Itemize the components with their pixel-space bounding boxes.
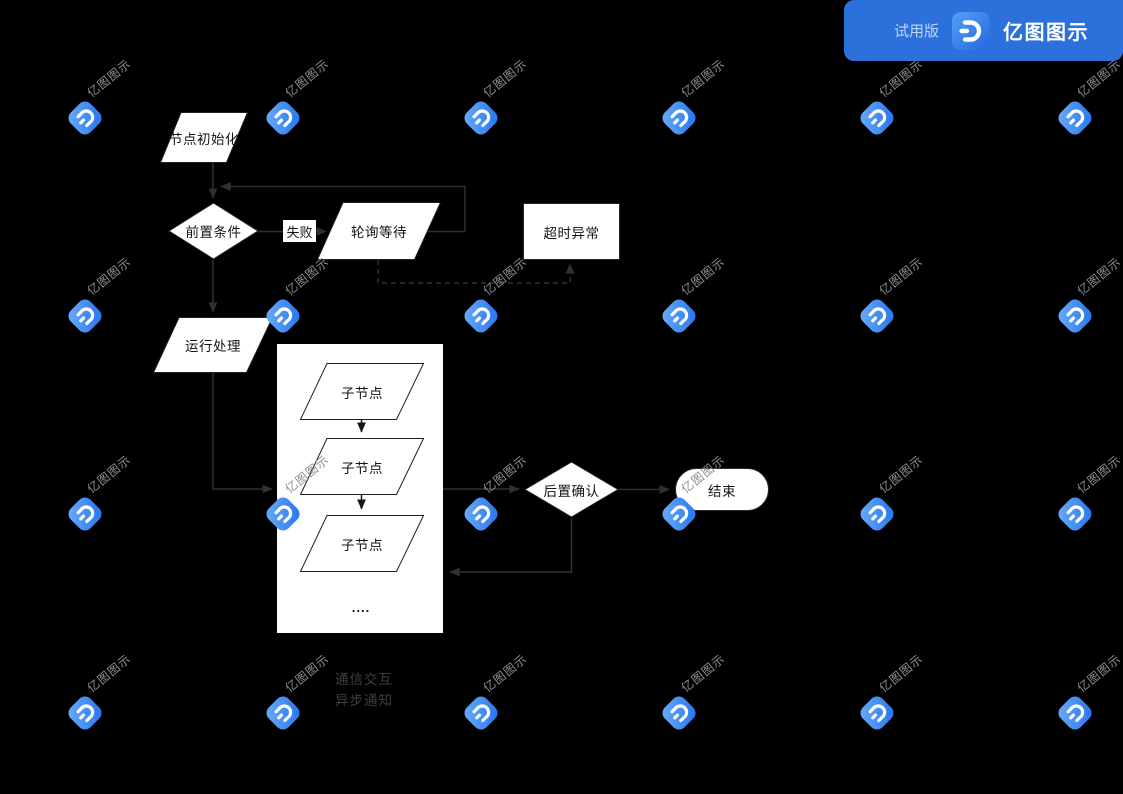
edraw-watermark-icon xyxy=(659,296,699,336)
edraw-watermark-icon xyxy=(659,98,699,138)
node-child-1[interactable]: 子节点 xyxy=(300,363,424,420)
watermark: 亿图图示 xyxy=(659,652,728,733)
watermark-text: 亿图图示 xyxy=(480,651,530,696)
watermark: 亿图图示 xyxy=(1055,453,1123,534)
edraw-watermark-icon xyxy=(857,494,897,534)
watermark-text: 亿图图示 xyxy=(876,452,926,497)
watermark: 亿图图示 xyxy=(65,57,134,138)
edraw-watermark-icon xyxy=(857,296,897,336)
watermark-text: 亿图图示 xyxy=(876,651,926,696)
watermark-text: 亿图图示 xyxy=(480,56,530,101)
watermark-text: 亿图图示 xyxy=(678,254,728,299)
node-run-process-label: 运行处理 xyxy=(185,339,241,354)
edraw-logo-icon xyxy=(952,11,990,50)
node-timeout-label: 超时异常 xyxy=(543,225,600,241)
watermark-text: 亿图图示 xyxy=(876,56,926,101)
legend-line-communication: 通信交互 xyxy=(335,672,393,687)
node-post-confirm[interactable]: 后置确认 xyxy=(524,461,619,518)
watermark: 亿图图示 xyxy=(263,255,332,336)
node-poll-wait[interactable]: 轮询等待 xyxy=(317,202,441,260)
watermark: 亿图图示 xyxy=(857,255,926,336)
watermark: 亿图图示 xyxy=(65,255,134,336)
edraw-watermark-icon xyxy=(1055,494,1095,534)
watermark-text: 亿图图示 xyxy=(1074,452,1123,497)
edraw-watermark-icon xyxy=(263,98,303,138)
brand-name: 亿图图示 xyxy=(1003,22,1089,44)
watermark: 亿图图示 xyxy=(65,652,134,733)
watermark: 亿图图示 xyxy=(461,652,530,733)
node-child-1-label: 子节点 xyxy=(341,385,383,401)
watermark-text: 亿图图示 xyxy=(84,254,134,299)
node-child-2-label: 子节点 xyxy=(341,460,383,476)
watermark-text: 亿图图示 xyxy=(678,651,728,696)
edraw-watermark-icon xyxy=(1055,693,1095,733)
edraw-watermark-icon xyxy=(461,693,501,733)
watermark: 亿图图示 xyxy=(1055,57,1123,138)
watermark: 亿图图示 xyxy=(659,57,728,138)
edraw-watermark-icon xyxy=(65,98,105,138)
watermark: 亿图图示 xyxy=(461,57,530,138)
edraw-watermark-icon xyxy=(857,98,897,138)
node-child-2[interactable]: 子节点 xyxy=(300,438,424,495)
edraw-watermark-icon xyxy=(1055,98,1095,138)
watermark-text: 亿图图示 xyxy=(480,452,530,497)
container-ellipsis: .... xyxy=(351,600,371,615)
watermark: 亿图图示 xyxy=(263,57,332,138)
connector-post-back-to-container[interactable] xyxy=(449,518,573,577)
watermark: 亿图图示 xyxy=(65,453,134,534)
watermark: 亿图图示 xyxy=(857,57,926,138)
node-poll-wait-label: 轮询等待 xyxy=(351,225,407,240)
watermark-text: 亿图图示 xyxy=(1074,254,1123,299)
watermark-text: 亿图图示 xyxy=(1074,651,1123,696)
watermark: 亿图图示 xyxy=(857,453,926,534)
node-init[interactable]: 节点初始化 xyxy=(160,112,248,163)
edraw-watermark-icon xyxy=(461,494,501,534)
watermark: 亿图图示 xyxy=(263,652,332,733)
watermark-text: 亿图图示 xyxy=(282,651,332,696)
watermark-text: 亿图图示 xyxy=(678,56,728,101)
node-end[interactable]: 结束 xyxy=(675,468,769,511)
watermark: 亿图图示 xyxy=(461,255,530,336)
edraw-watermark-icon xyxy=(461,98,501,138)
node-timeout-exception[interactable]: 超时异常 xyxy=(523,203,620,260)
watermark-text: 亿图图示 xyxy=(282,56,332,101)
legend-line-async: 异步通知 xyxy=(335,693,393,708)
legend: 通信交互 异步通知 xyxy=(335,669,393,711)
edraw-watermark-icon xyxy=(659,693,699,733)
node-child-3-label: 子节点 xyxy=(341,537,383,553)
watermark-text: 亿图图示 xyxy=(84,651,134,696)
watermark: 亿图图示 xyxy=(461,453,530,534)
node-precondition-label: 前置条件 xyxy=(185,225,242,240)
watermark-text: 亿图图示 xyxy=(876,254,926,299)
edraw-watermark-icon xyxy=(857,693,897,733)
node-precondition[interactable]: 前置条件 xyxy=(168,202,259,260)
watermark-text: 亿图图示 xyxy=(1074,56,1123,101)
watermark-text: 亿图图示 xyxy=(84,56,134,101)
trial-badge-label: 试用版 xyxy=(893,23,939,40)
node-init-label: 节点初始化 xyxy=(169,131,239,147)
watermark: 亿图图示 xyxy=(659,255,728,336)
connector-poll-to-timeout-dashed[interactable] xyxy=(377,260,575,284)
edraw-watermark-icon xyxy=(263,693,303,733)
node-child-3[interactable]: 子节点 xyxy=(300,515,424,572)
edraw-watermark-icon xyxy=(1055,296,1095,336)
edraw-watermark-icon xyxy=(65,296,105,336)
node-end-label: 结束 xyxy=(708,483,736,499)
watermark: 亿图图示 xyxy=(1055,255,1123,336)
watermark: 亿图图示 xyxy=(857,652,926,733)
watermark: 亿图图示 xyxy=(1055,652,1123,733)
watermark-text: 亿图图示 xyxy=(84,452,134,497)
node-run-process[interactable]: 运行处理 xyxy=(153,317,273,373)
edraw-watermark-icon xyxy=(65,494,105,534)
connector-run-to-container[interactable] xyxy=(212,373,273,494)
edraw-watermark-icon xyxy=(65,693,105,733)
edraw-watermark-icon xyxy=(461,296,501,336)
node-post-confirm-label: 后置确认 xyxy=(543,483,600,499)
edge-label-fail[interactable]: 失败 xyxy=(283,220,316,242)
trial-badge[interactable]: 试用版 亿图图示 xyxy=(844,0,1123,61)
